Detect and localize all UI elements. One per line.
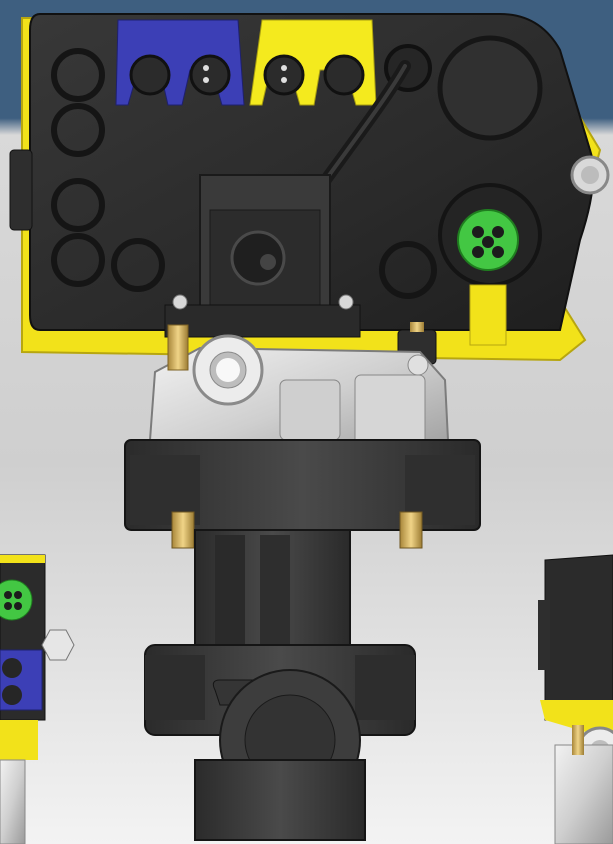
- left-mounting-tab: [9, 149, 33, 231]
- housing-flange: [164, 304, 361, 338]
- green-connector-port: [438, 183, 542, 287]
- right-partial-module: [538, 554, 613, 844]
- main-valve-module: [9, 13, 610, 365]
- lower-right-port: [379, 241, 437, 299]
- left-port-cluster: [51, 48, 165, 292]
- right-brass-fitting: [399, 511, 423, 549]
- aluminum-valve-body: [148, 324, 450, 463]
- yellow-bracket: [469, 284, 507, 346]
- sensor-block: [199, 174, 331, 316]
- left-brass-fitting: [171, 511, 195, 549]
- relay-valve: [124, 439, 481, 841]
- blue-connector-clip: [115, 19, 245, 106]
- valve-exhaust-port: [194, 759, 366, 841]
- left-partial-module: [0, 554, 75, 844]
- large-exhaust-port: [437, 35, 543, 141]
